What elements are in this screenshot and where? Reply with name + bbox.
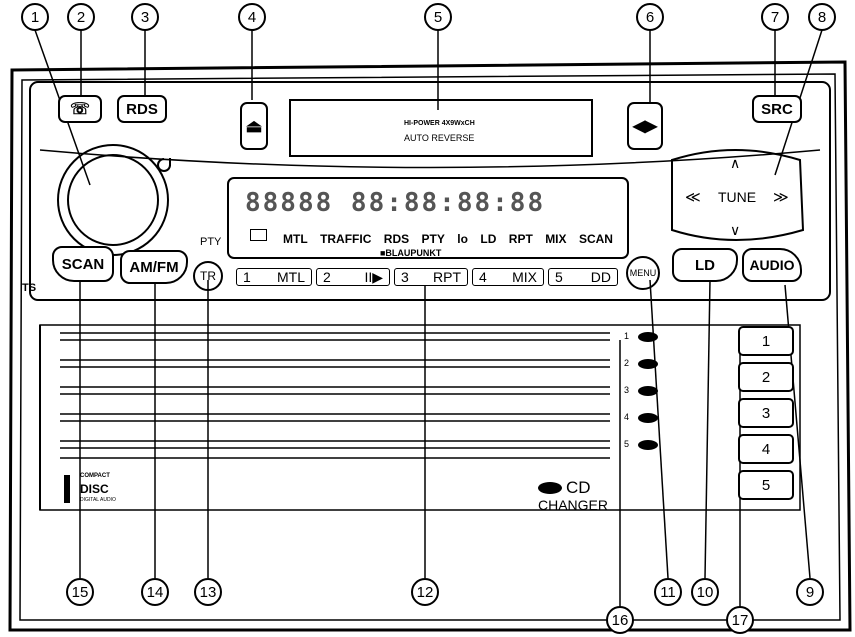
disc-label: DISC: [80, 482, 109, 496]
callout-10: 10: [691, 578, 719, 606]
indicator-mtl: MTL: [283, 232, 308, 246]
callout-17: 17: [726, 606, 754, 634]
brand-logo: ■BLAUPUNKT: [380, 248, 442, 258]
callout-14: 14: [141, 578, 169, 606]
strip-preset-5[interactable]: 5 DD: [548, 268, 618, 286]
strip-preset-2[interactable]: 2 II▶: [316, 268, 390, 286]
seek-button[interactable]: ◀▶: [627, 102, 663, 150]
strip-label: MIX: [512, 269, 537, 285]
tune-right-button[interactable]: ≫: [773, 189, 789, 206]
scan-button[interactable]: SCAN: [52, 246, 114, 282]
segment-display: 88888 88:88:88:88: [245, 188, 546, 218]
indicator-rds: RDS: [383, 232, 410, 246]
strip-preset-3[interactable]: 3 RPT: [394, 268, 468, 286]
preset-button-5[interactable]: 5: [738, 470, 794, 500]
indicator-lo: lo: [457, 232, 468, 246]
preset-button-1[interactable]: 1: [738, 326, 794, 356]
indicator-rpt: RPT: [508, 232, 533, 246]
indicator-traffic: TRAFFIC: [320, 232, 372, 246]
preset-button-2[interactable]: 2: [738, 362, 794, 392]
tune-label: TUNE: [718, 189, 757, 205]
amfm-button[interactable]: AM/FM: [120, 250, 188, 284]
strip-preset-4[interactable]: 4 MIX: [472, 268, 544, 286]
strip-label: MTL: [277, 269, 305, 285]
callout-9: 9: [796, 578, 824, 606]
strip-preset-1[interactable]: 1 MTL: [236, 268, 312, 286]
callout-12: 12: [411, 578, 439, 606]
menu-button[interactable]: MENU: [626, 256, 660, 290]
tape-model-label: HI-POWER 4X9WxCH: [404, 120, 475, 127]
audio-button[interactable]: AUDIO: [742, 248, 802, 282]
changer-label: CHANGER: [538, 497, 609, 513]
cd-slot-num: 3: [624, 385, 630, 395]
callout-1: 1: [21, 3, 49, 31]
eject-icon: ⏏: [245, 115, 263, 136]
callout-15: 15: [66, 578, 94, 606]
tr-button[interactable]: TR: [193, 261, 223, 291]
digital-audio-label: DIGITAL AUDIO: [80, 497, 116, 503]
strip-label: II▶: [364, 268, 383, 285]
strip-num: 3: [401, 269, 409, 285]
rds-button[interactable]: RDS: [117, 95, 167, 123]
strip-num: 5: [555, 269, 563, 285]
tune-up-button[interactable]: ∧: [730, 155, 741, 171]
callout-16: 16: [606, 606, 634, 634]
cd-slot-num: 1: [624, 331, 630, 341]
strip-num: 4: [479, 269, 487, 285]
cassette-icon: [250, 229, 267, 241]
callout-6: 6: [636, 3, 664, 31]
callout-11: 11: [654, 578, 682, 606]
phone-button[interactable]: ☏: [58, 95, 102, 123]
seek-icon: ◀▶: [632, 118, 658, 135]
indicator-ld: LD: [480, 232, 497, 246]
callout-8: 8: [808, 3, 836, 31]
pty-label: PTY: [200, 236, 222, 248]
preset-button-4[interactable]: 4: [738, 434, 794, 464]
indicator-pty: PTY: [421, 232, 445, 246]
display-indicators: MTL TRAFFIC RDS PTY lo LD RPT MIX SCAN: [283, 232, 613, 246]
strip-label: RPT: [433, 269, 461, 285]
callout-7: 7: [761, 3, 789, 31]
cd-slot-num: 5: [624, 439, 630, 449]
tune-left-button[interactable]: ≪: [685, 189, 701, 206]
strip-num: 2: [323, 269, 331, 285]
tune-down-button[interactable]: ∨: [730, 222, 741, 238]
indicator-mix: MIX: [545, 232, 567, 246]
phone-icon: ☏: [69, 101, 90, 118]
preset-button-3[interactable]: 3: [738, 398, 794, 428]
ts-label: TS: [22, 282, 37, 294]
tape-autoreverse-label: AUTO REVERSE: [404, 133, 475, 143]
cd-slot-num: 2: [624, 358, 630, 368]
cd-slot-num: 4: [624, 412, 630, 422]
callout-4: 4: [238, 3, 266, 31]
src-button[interactable]: SRC: [752, 95, 802, 123]
ld-button[interactable]: LD: [672, 248, 738, 282]
cd-logo: CD: [566, 478, 591, 497]
compact-label: COMPACT: [80, 473, 110, 479]
callout-2: 2: [67, 3, 95, 31]
callout-13: 13: [194, 578, 222, 606]
eject-button[interactable]: ⏏: [240, 102, 268, 150]
strip-num: 1: [243, 269, 251, 285]
indicator-scan: SCAN: [578, 232, 613, 246]
strip-label: DD: [590, 269, 611, 285]
callout-3: 3: [131, 3, 159, 31]
callout-5: 5: [424, 3, 452, 31]
